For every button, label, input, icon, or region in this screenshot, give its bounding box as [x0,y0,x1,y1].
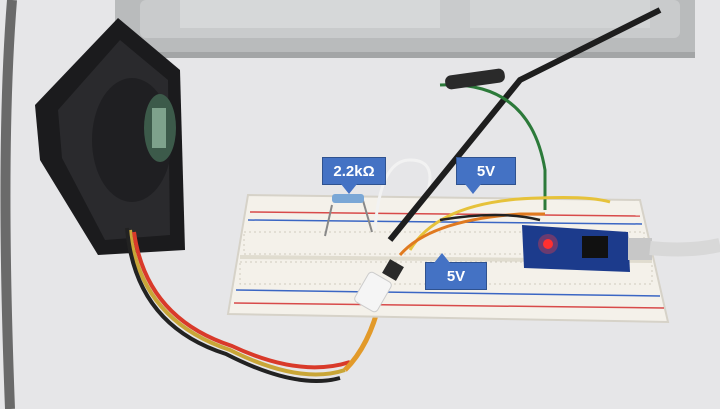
probe-clip [445,68,505,90]
arduino-nano-board [522,225,652,272]
supply-voltage-text-top: 5V [476,162,496,180]
probe-cable [387,7,662,242]
resistor-value-text: 2.2kΩ [333,162,375,180]
resistor [324,194,373,237]
supply-voltage-callout-bottom: 5V [425,253,487,290]
callout-pointer [341,184,357,194]
supply-voltage-callout-top: 5V [456,157,516,194]
fan-wire-black [125,227,341,383]
fan-wire-yellow [128,229,346,377]
black-jumper [439,213,541,222]
supply-voltage-text-bottom: 5V [446,267,466,285]
header-pins [382,259,404,281]
oscilloscope-stand [115,0,695,58]
usb-cable [649,238,720,257]
left-cable [0,0,17,409]
white-jumper [373,158,432,231]
callout-pointer [434,253,450,263]
callout-pointer [465,184,481,194]
fan-wire-red [132,231,351,370]
fan-connector [354,271,392,313]
cooling-fan [35,18,185,255]
resistor-value-callout: 2.2kΩ [322,157,386,194]
yellow-jumper [408,196,611,251]
